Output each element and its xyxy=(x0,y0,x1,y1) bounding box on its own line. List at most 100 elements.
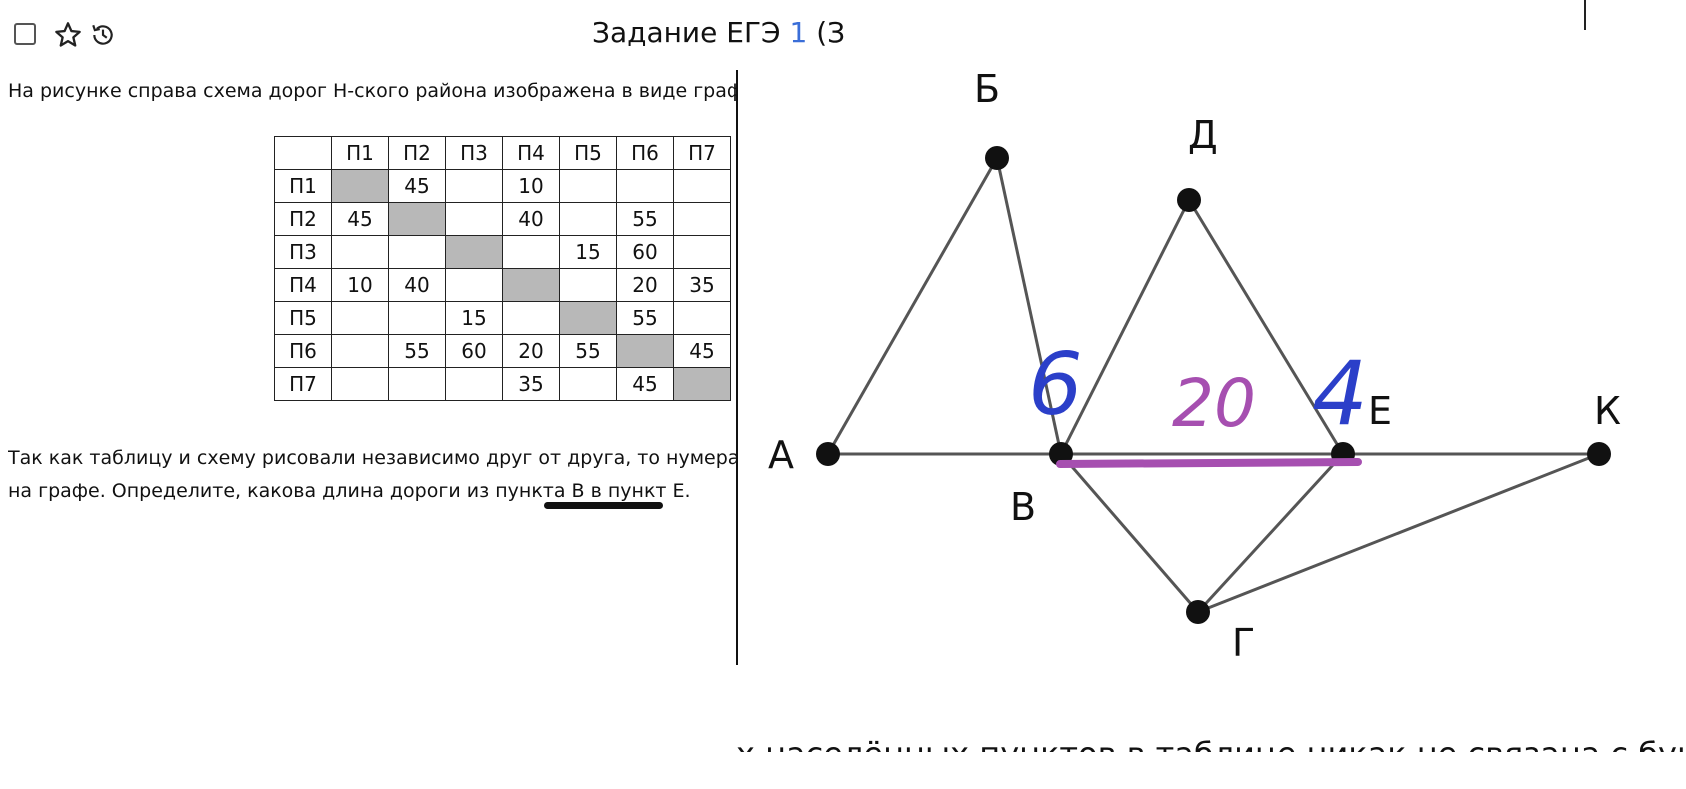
table-cell xyxy=(502,268,560,302)
vertex-g xyxy=(1186,600,1210,624)
annotation-degree-v: 6 xyxy=(1028,335,1083,435)
label-a: А xyxy=(768,433,794,477)
table-cell xyxy=(673,235,731,269)
task-paragraph-2-line1: Так как таблицу и схему рисовали независ… xyxy=(8,447,738,469)
bottom-partial-text: х населённых пунктов в таблице никак не … xyxy=(736,728,1686,752)
table-cell xyxy=(331,367,389,401)
table-cell: 15 xyxy=(559,235,617,269)
table-cell xyxy=(673,202,731,236)
table-cell xyxy=(388,301,446,335)
table-row: П1 45 10 xyxy=(274,169,731,203)
title-rest: (З xyxy=(807,16,846,49)
table-cell xyxy=(673,169,731,203)
table-cell: 20 xyxy=(616,268,674,302)
highlight-stroke-v-e xyxy=(1056,458,1362,468)
vertex-k xyxy=(1587,442,1611,466)
table-cell xyxy=(445,202,503,236)
vertex-d xyxy=(1177,188,1201,212)
top-toolbar: Задание ЕГЭ 1 (З xyxy=(0,0,1686,70)
table-cell xyxy=(331,169,389,203)
label-b: Б xyxy=(974,67,1000,111)
table-cell: 15 xyxy=(445,301,503,335)
table-cell xyxy=(559,268,617,302)
label-d: Д xyxy=(1188,113,1218,157)
graph-panel-border xyxy=(736,70,738,665)
select-checkbox[interactable] xyxy=(14,23,36,45)
vertex-b xyxy=(985,146,1009,170)
annotation-length-ve: 20 xyxy=(1172,365,1256,442)
table-cell xyxy=(445,367,503,401)
table-cell: 35 xyxy=(502,367,560,401)
title-main: Задание ЕГЭ xyxy=(592,16,790,49)
table-header-cell: П3 xyxy=(445,136,503,170)
table-cell xyxy=(616,169,674,203)
table-cell xyxy=(559,367,617,401)
table-cell: 45 xyxy=(616,367,674,401)
table-row-header: П1 xyxy=(274,169,332,203)
edge-e-g xyxy=(1196,452,1345,614)
table-row-header: П6 xyxy=(274,334,332,368)
table-row-header: П7 xyxy=(274,367,332,401)
road-graph: А Б Д В Е К Г 6 4 20 xyxy=(768,67,1621,665)
table-row-header: П3 xyxy=(274,235,332,269)
table-cell: 55 xyxy=(388,334,446,368)
table-cell xyxy=(445,235,503,269)
table-cell xyxy=(616,334,674,368)
table-row-header: П5 xyxy=(274,301,332,335)
table-cell xyxy=(673,367,731,401)
ink-underline xyxy=(544,502,663,509)
table-cell: 45 xyxy=(388,169,446,203)
page-title: Задание ЕГЭ 1 (З xyxy=(592,16,845,49)
table-row-header: П4 xyxy=(274,268,332,302)
table-cell xyxy=(445,268,503,302)
history-icon[interactable] xyxy=(90,22,116,48)
table-row: П5 15 55 xyxy=(274,301,731,335)
edge-v-g xyxy=(1059,453,1200,613)
table-cell xyxy=(331,334,389,368)
label-v: В xyxy=(1010,485,1036,529)
label-g: Г xyxy=(1232,621,1255,665)
table-cell xyxy=(388,367,446,401)
table-cell: 40 xyxy=(502,202,560,236)
star-icon[interactable] xyxy=(54,21,82,49)
table-cell xyxy=(502,301,560,335)
table-cell xyxy=(559,301,617,335)
annotation-degree-e: 4 xyxy=(1312,342,1368,445)
task-paragraph-2-line2: на графе. Определите, какова длина дорог… xyxy=(8,480,691,502)
table-cell xyxy=(445,169,503,203)
table-cell xyxy=(388,202,446,236)
table-header-cell: П7 xyxy=(673,136,731,170)
table-header-cell xyxy=(274,136,332,170)
edge-v-d xyxy=(1059,199,1191,455)
table-cell: 10 xyxy=(331,268,389,302)
label-k: К xyxy=(1594,389,1621,433)
table-cell xyxy=(388,235,446,269)
table-header-cell: П4 xyxy=(502,136,560,170)
task-paragraph-1: На рисунке справа схема дорог Н-ского ра… xyxy=(8,80,738,102)
table-cell: 35 xyxy=(673,268,731,302)
window-divider xyxy=(1584,0,1586,30)
edge-a-b xyxy=(826,157,999,455)
table-header-cell: П6 xyxy=(616,136,674,170)
table-cell xyxy=(502,235,560,269)
task-number-link[interactable]: 1 xyxy=(789,16,808,49)
table-cell xyxy=(559,202,617,236)
table-header-cell: П2 xyxy=(388,136,446,170)
table-cell: 20 xyxy=(502,334,560,368)
table-row-header: П2 xyxy=(274,202,332,236)
task-paragraph-2: Так как таблицу и схему рисовали независ… xyxy=(8,442,738,508)
table-cell: 45 xyxy=(331,202,389,236)
table-cell: 55 xyxy=(616,301,674,335)
table-header-cell: П1 xyxy=(331,136,389,170)
table-cell: 60 xyxy=(445,334,503,368)
graph-panel: А Б Д В Е К Г 6 4 20 xyxy=(736,60,1686,665)
table-cell: 55 xyxy=(616,202,674,236)
table-row: П7 35 45 xyxy=(274,367,731,401)
table-cell xyxy=(559,169,617,203)
table-cell: 40 xyxy=(388,268,446,302)
edge-g-k xyxy=(1197,452,1600,614)
table-cell: 10 xyxy=(502,169,560,203)
